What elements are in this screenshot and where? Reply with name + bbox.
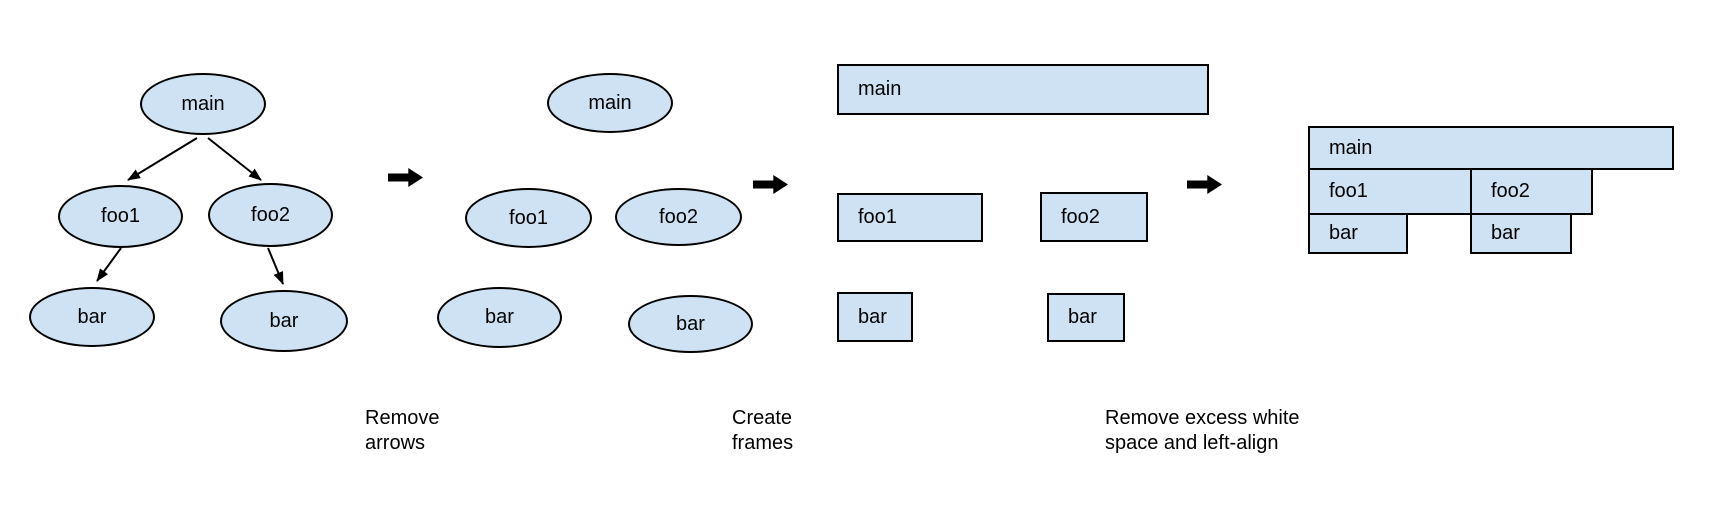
frame-label: foo1 [858,206,897,228]
edge-main-foo2-arrow [207,137,262,181]
edge-main-foo1-arrow [127,137,198,181]
stage1-node-bar-left: bar [29,287,155,347]
node-label: main [181,92,225,115]
stage3-frame-main: main [837,64,1209,115]
stage3-frame-bar-right: bar [1047,293,1125,342]
frame-label: main [858,78,902,100]
stage2-node-foo2: foo2 [615,188,742,246]
stage1-node-main: main [140,73,266,135]
frame-label: foo1 [1329,180,1368,202]
transition-caption-remove-arrows: Remove arrows [365,407,440,454]
node-label: foo1 [101,205,140,227]
stage4-frame-bar-right: bar [1470,213,1572,254]
stage2-node-bar-right: bar [628,295,753,353]
stage2-node-main: main [547,73,673,133]
stage2-node-bar-left: bar [437,287,562,348]
edge-foo2-bar-arrow [267,247,284,285]
node-label: bar [77,305,107,328]
frame-label: foo2 [1061,205,1100,228]
node-label: bar [485,306,514,328]
frame-label: bar [1068,306,1097,328]
frame-label: main [1329,136,1373,159]
stage3-frame-foo2: foo2 [1040,192,1148,242]
node-label: foo2 [659,205,698,228]
stage1-node-bar-right: bar [220,290,348,352]
frame-label: bar [1491,222,1520,244]
node-label: main [588,91,632,114]
node-label: foo2 [251,203,290,226]
stage2-node-foo1: foo1 [465,188,592,248]
stage4-frame-foo1: foo1 [1308,168,1472,215]
stage4-frame-main: main [1308,126,1674,170]
stage4-frame-bar-left: bar [1308,213,1408,254]
transition-caption-left-align: Remove excess white space and left-align [1105,407,1300,454]
frame-label: bar [1329,222,1358,244]
stage1-node-foo2: foo2 [208,183,333,247]
frame-label: foo2 [1491,180,1530,202]
stage3-frame-bar-left: bar [837,292,913,342]
stage1-node-foo1: foo1 [58,185,183,248]
frame-label: bar [858,305,887,328]
stage4-frame-foo2: foo2 [1470,168,1593,215]
edge-foo1-bar-arrow [96,247,122,282]
node-label: bar [676,312,705,335]
transition-caption-create-frames: Create frames [732,407,794,454]
stage3-frame-foo1: foo1 [837,193,983,242]
node-label: foo1 [509,206,548,229]
node-label: bar [269,309,299,332]
